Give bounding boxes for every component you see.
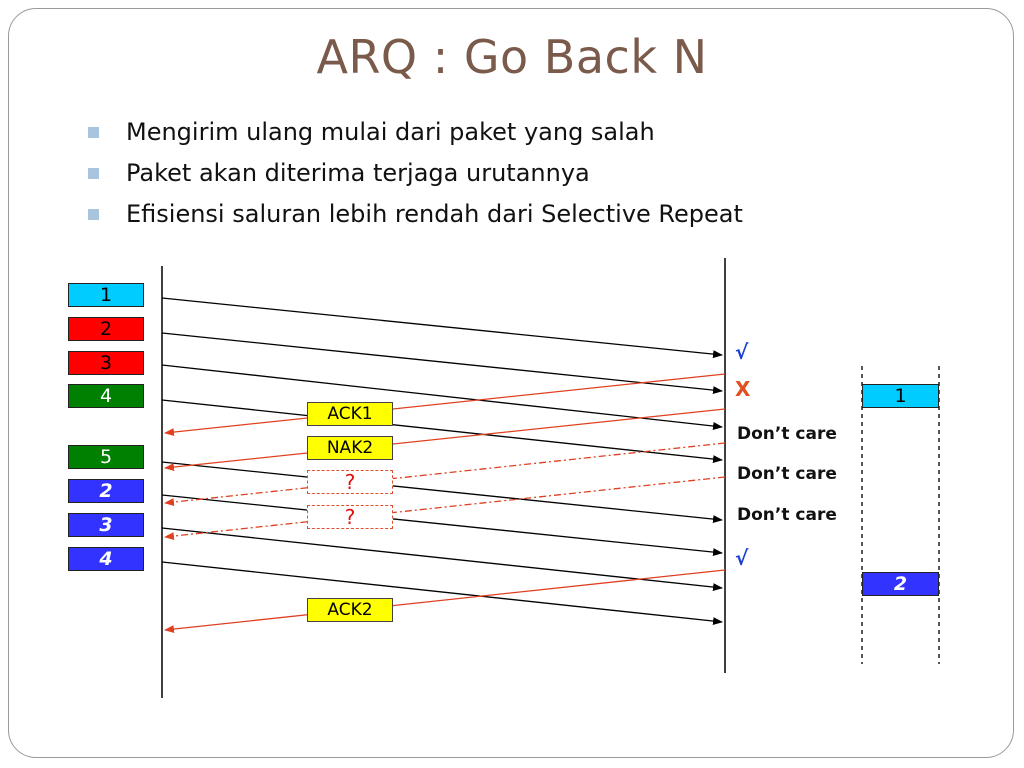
sender-packet: 3 bbox=[68, 351, 144, 375]
unknown-reply-arrow-1 bbox=[164, 442, 726, 507]
send-arrow-packet-1 bbox=[161, 297, 723, 359]
send-arrow-packet-4 bbox=[161, 399, 723, 464]
discard-status: Don’t care bbox=[737, 464, 837, 484]
error-icon: X bbox=[735, 377, 751, 401]
resend-arrow-packet-2 bbox=[161, 494, 723, 557]
ack1-arrow bbox=[164, 373, 726, 437]
bullet-marker-icon bbox=[88, 209, 99, 220]
ack1-label: ACK1 bbox=[307, 402, 393, 426]
bullet-item: Efisiensi saluran lebih rendah dari Sele… bbox=[88, 196, 743, 237]
bullet-list: Mengirim ulang mulai dari paket yang sal… bbox=[88, 114, 743, 237]
unknown-reply-arrow-2 bbox=[164, 476, 726, 541]
received-ok-icon: √ bbox=[735, 546, 749, 570]
delivered-packet: 2 bbox=[862, 572, 939, 596]
bullet-text: Efisiensi saluran lebih rendah dari Sele… bbox=[126, 200, 743, 228]
nak2-label: NAK2 bbox=[307, 436, 393, 460]
unknown-reply-label: ? bbox=[307, 505, 393, 529]
sender-packet: 2 bbox=[68, 479, 144, 503]
ack2-arrow bbox=[164, 569, 726, 634]
bullet-marker-icon bbox=[88, 168, 99, 179]
send-arrow-packet-2 bbox=[161, 332, 723, 395]
bullet-item: Paket akan diterima terjaga urutannya bbox=[88, 155, 743, 196]
slide-title: ARQ : Go Back N bbox=[316, 30, 708, 84]
bullet-marker-icon bbox=[88, 127, 99, 138]
sender-packet: 3 bbox=[68, 513, 144, 537]
discard-status: Don’t care bbox=[737, 424, 837, 444]
sender-packet: 1 bbox=[68, 283, 144, 307]
sender-packet: 5 bbox=[68, 445, 144, 469]
received-ok-icon: √ bbox=[735, 340, 749, 364]
unknown-reply-label: ? bbox=[307, 470, 393, 494]
slide-frame bbox=[8, 8, 1014, 758]
discard-status: Don’t care bbox=[737, 505, 837, 525]
ack2-label: ACK2 bbox=[307, 598, 393, 622]
delivered-packet: 1 bbox=[862, 384, 939, 408]
bullet-text: Mengirim ulang mulai dari paket yang sal… bbox=[126, 118, 655, 146]
bullet-text: Paket akan diterima terjaga urutannya bbox=[126, 159, 590, 187]
resend-arrow-packet-4 bbox=[161, 561, 723, 626]
sender-packet: 4 bbox=[68, 384, 144, 408]
sender-packet: 4 bbox=[68, 547, 144, 571]
nak2-arrow bbox=[164, 408, 726, 472]
sender-packet: 2 bbox=[68, 317, 144, 341]
send-arrow-packet-5 bbox=[161, 461, 723, 524]
bullet-item: Mengirim ulang mulai dari paket yang sal… bbox=[88, 114, 743, 155]
resend-arrow-packet-3 bbox=[161, 527, 723, 592]
send-arrow-packet-3 bbox=[161, 364, 723, 430]
